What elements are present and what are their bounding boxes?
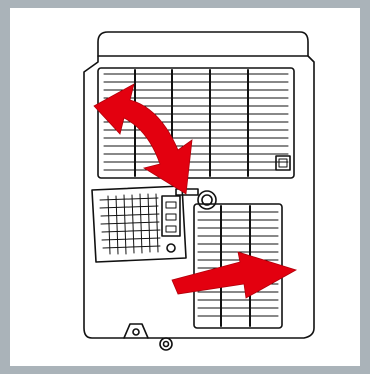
drain-plug [133,329,139,335]
illustration-panel [10,8,360,366]
bottom-drain-cap-inner [164,342,169,347]
air-conditioner-diagram [10,8,360,366]
filter-cassette-mesh [100,194,160,254]
latch-slot-top [166,202,176,208]
power-cord-socket [198,191,216,209]
drain-outlet [124,324,148,338]
remove-lower-filter-arrow [172,252,296,298]
cassette-screw [167,244,175,252]
bottom-drain-cap [160,338,172,350]
side-handle [276,156,290,170]
latch-slot-bottom [166,226,176,232]
side-handle-inner [279,159,287,167]
latch-slot-middle [166,214,176,220]
